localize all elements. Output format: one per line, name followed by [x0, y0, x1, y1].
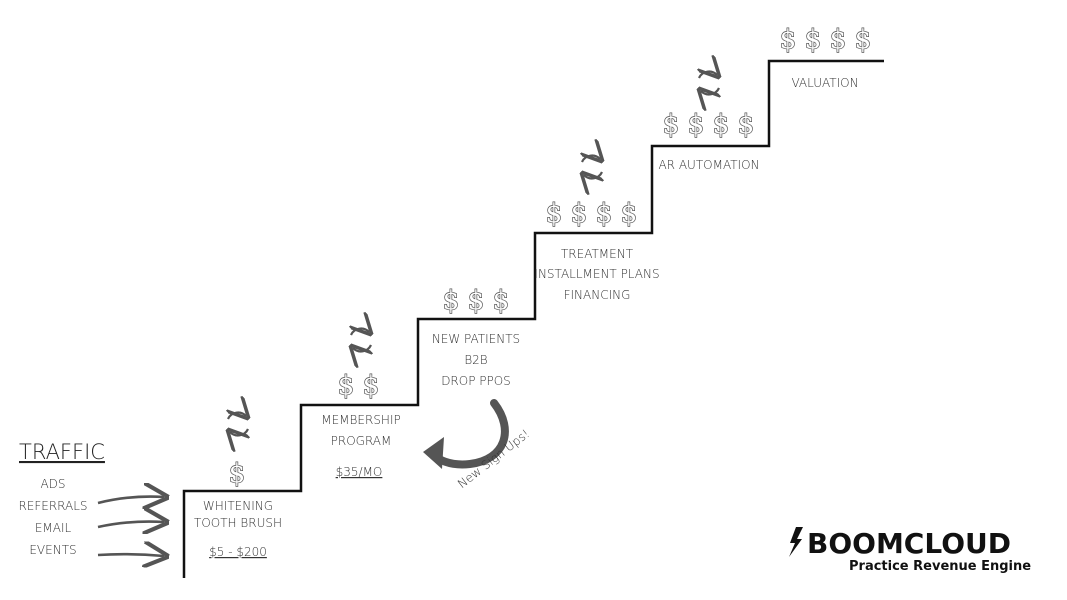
traffic-source-email: EMAIL	[35, 521, 72, 535]
dollar-icon: $	[546, 199, 563, 229]
recurring-cycle-icon	[351, 329, 371, 352]
dollar-icon: $	[713, 110, 730, 140]
dollar-icon: $	[229, 459, 246, 489]
dollar-icon: $	[805, 25, 822, 55]
brand-name: BOOMCLOUD	[807, 527, 1011, 560]
step-membership: MEMBERSHIP PROGRAM $35/MO $ $	[321, 329, 401, 479]
signup-arrowhead	[423, 437, 444, 469]
step-label-line: WHITENING	[203, 499, 273, 513]
step-label-line: PROGRAM	[331, 434, 392, 448]
dollar-icon: $	[571, 199, 588, 229]
recurring-cycle-icon	[228, 413, 248, 436]
dollar-icon: $	[363, 371, 380, 401]
step-whitening: WHITENING TOOTH BRUSH $5 - $200 $	[194, 413, 282, 559]
staircase-line	[182, 59, 884, 578]
dollar-icon: $	[830, 25, 847, 55]
dollar-icon: $	[468, 286, 485, 316]
traffic-arrow-email	[97, 522, 164, 527]
dollar-icon: $	[663, 110, 680, 140]
step-label-line: DROP PPOS	[441, 374, 511, 388]
dollar-icon: $	[621, 199, 638, 229]
step-label-line: VALUATION	[791, 76, 858, 90]
brand-logo: BOOMCLOUD Practice Revenue Engine	[789, 527, 1031, 574]
lightning-bolt-icon	[789, 527, 803, 557]
recurring-cycle-icon	[699, 72, 719, 95]
traffic-arrow-events	[97, 554, 164, 556]
traffic-arrow-referrals	[97, 497, 164, 503]
traffic-source-ads: ADS	[40, 477, 65, 491]
dollar-icon: $	[493, 286, 510, 316]
signup-arrow: New Sign Ups!	[423, 399, 532, 492]
dollar-icon: $	[596, 199, 613, 229]
dollar-icon: $	[688, 110, 705, 140]
step-label-line: TOOTH BRUSH	[194, 516, 282, 530]
step-new-patients: NEW PATIENTS B2B DROP PPOS $ $ $	[432, 285, 520, 388]
step-label-line: AR AUTOMATION	[658, 158, 759, 172]
step-label-line: B2B	[464, 353, 487, 367]
traffic-section: TRAFFIC ADS REFERRALS EMAIL EVENTS	[18, 440, 164, 557]
dollar-icon: $	[855, 25, 872, 55]
traffic-source-events: EVENTS	[29, 543, 76, 557]
recurring-cycle-icon	[582, 156, 602, 179]
dollar-icon: $	[780, 25, 797, 55]
brand-tagline: Practice Revenue Engine	[849, 559, 1031, 574]
traffic-source-referrals: REFERRALS	[18, 499, 87, 513]
step-label-line: FINANCING	[564, 288, 631, 302]
dollar-icon: $	[738, 110, 755, 140]
step-price: $5 - $200	[209, 545, 267, 559]
step-price: $35/MO	[336, 465, 383, 479]
step-label-line: MEMBERSHIP	[321, 413, 400, 427]
step-treatment: TREATMENT INSTALLMENT PLANS FINANCING $ …	[534, 156, 660, 302]
step-label-line: TREATMENT	[561, 247, 634, 261]
step-valuation: VALUATION $ $ $ $	[779, 24, 872, 90]
dollar-icon: $	[443, 286, 460, 316]
step-label-line: NEW PATIENTS	[432, 332, 520, 346]
dollar-icon: $	[338, 371, 355, 401]
traffic-heading: TRAFFIC	[19, 440, 105, 464]
signup-arrow-label: New Sign Ups!	[455, 427, 532, 492]
step-label-line: INSTALLMENT PLANS	[534, 267, 659, 281]
step-ar-automation: AR AUTOMATION $ $ $ $	[658, 72, 760, 172]
